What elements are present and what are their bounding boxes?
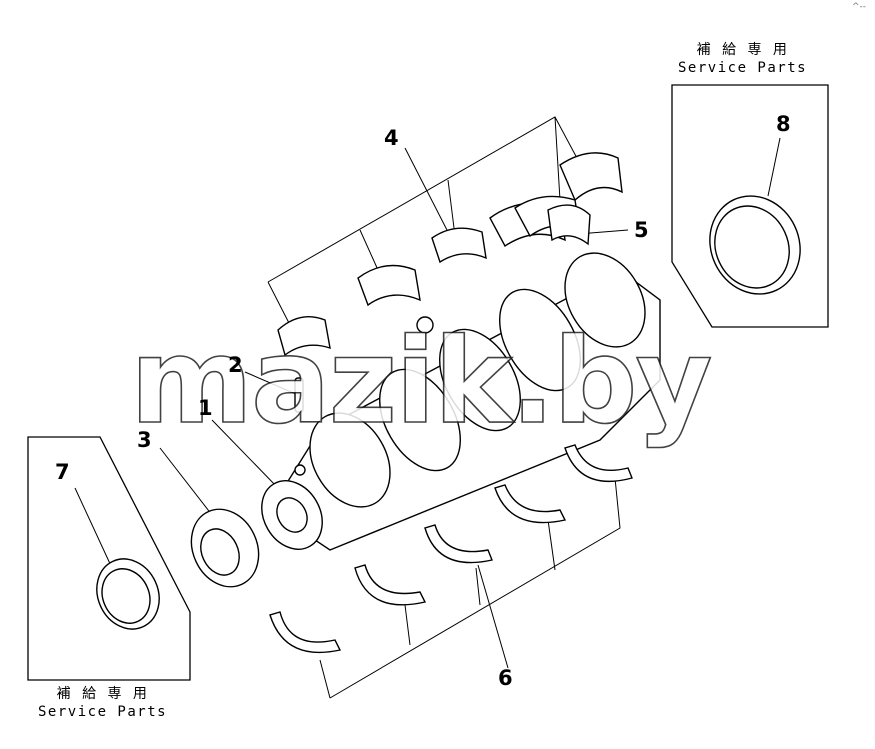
leader-1 — [211, 419, 279, 489]
callout-4: 4 — [384, 126, 399, 150]
main-bearing-shell-icon — [277, 152, 623, 357]
leader-4 — [404, 147, 449, 233]
dowel-pin-icon — [294, 377, 304, 413]
oil-seal-icon — [709, 195, 801, 295]
front-seal-icon — [96, 558, 160, 630]
service-parts-en-bottom: Service Parts — [38, 703, 168, 720]
lower-bearing-shell-icon — [269, 444, 633, 654]
service-parts-frame-bottom — [27, 436, 191, 681]
callout-3: 3 — [137, 428, 152, 452]
watermark: mazik.by — [129, 312, 713, 450]
bracket-upper-shells — [267, 116, 579, 326]
thrust-bearing-icon — [547, 204, 591, 246]
leader-2 — [244, 371, 299, 396]
leader-3 — [159, 447, 213, 516]
service-parts-label-top: 補 給 専 用 Service Parts — [678, 42, 807, 77]
callout-8: 8 — [776, 112, 791, 136]
callout-7: 7 — [55, 460, 70, 484]
service-parts-en-top: Service Parts — [678, 59, 808, 76]
corner-mark: ^-- — [852, 2, 867, 12]
leader-8 — [767, 137, 781, 197]
leader-6 — [477, 564, 509, 669]
gear-icon — [190, 508, 260, 588]
bracket-lower-shells — [319, 477, 621, 699]
callout-1: 1 — [198, 396, 213, 420]
crankshaft-icon — [261, 252, 661, 551]
leader-7 — [74, 487, 113, 569]
service-parts-jp-bottom: 補 給 専 用 — [56, 686, 149, 702]
service-parts-jp-top: 補 給 専 用 — [696, 42, 789, 58]
service-parts-frame-top — [671, 84, 829, 328]
callout-6: 6 — [498, 666, 513, 690]
callout-5: 5 — [634, 218, 649, 242]
callout-2: 2 — [228, 353, 243, 377]
service-parts-label-bottom: 補 給 専 用 Service Parts — [38, 686, 167, 721]
